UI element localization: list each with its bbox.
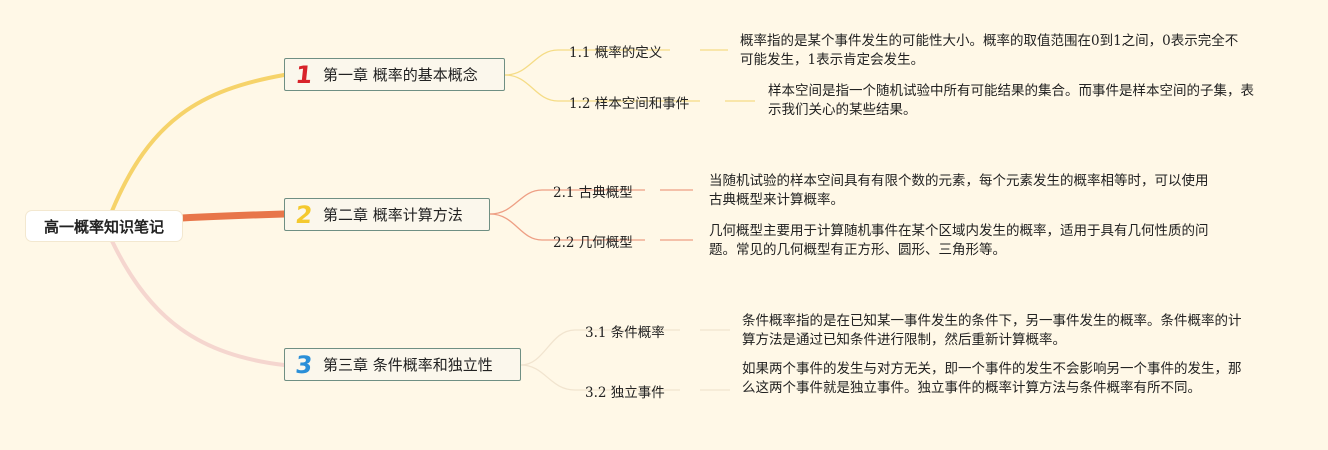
chapter-number-2: 2 (294, 200, 314, 229)
branch-sub-3-2 (520, 364, 680, 391)
chapter-node-3[interactable]: 3 第三章 条件概率和独立性 (284, 348, 521, 381)
branch-chapter-1 (110, 73, 286, 213)
note-3-2: 如果两个事件的发生与对方无关，即一个事件的发生不会影响另一个事件的发生，那么这两… (742, 361, 1242, 396)
branch-sub-2-1 (489, 189, 645, 215)
root-node[interactable]: 高一概率知识笔记 (26, 211, 182, 241)
sub-node-3-2[interactable]: 3.2 独立事件 (585, 385, 665, 401)
sub-node-1-2[interactable]: 1.2 样本空间和事件 (569, 96, 690, 112)
branch-sub-1-2 (504, 74, 700, 102)
sub-node-2-2[interactable]: 2.2 几何概型 (553, 235, 633, 251)
chapter-node-2[interactable]: 2 第二章 概率计算方法 (284, 198, 490, 231)
sub-node-2-1[interactable]: 2.1 古典概型 (553, 185, 633, 201)
branch-chapter-3 (110, 239, 286, 367)
note-3-1: 条件概率指的是在已知某一事件发生的条件下，另一事件发生的概率。条件概率的计算方法… (742, 313, 1242, 348)
root-label: 高一概率知识笔记 (43, 217, 164, 236)
chapter-number-3: 3 (294, 350, 314, 379)
note-2-2: 几何概型主要用于计算随机事件在某个区域内发生的概率，适用于具有几何性质的问题。常… (709, 223, 1209, 258)
note-1-1: 概率指的是某个事件发生的可能性大小。概率的取值范围在0到1之间，0表示完全不可能… (740, 33, 1239, 68)
chapter-node-1[interactable]: 1 第一章 概率的基本概念 (284, 58, 505, 91)
branch-sub-2-2 (489, 213, 645, 241)
branch-sub-3-1 (520, 329, 680, 366)
sub-node-3-1[interactable]: 3.1 条件概率 (585, 325, 665, 341)
branch-sub-1-1 (504, 49, 670, 76)
sub-node-1-1[interactable]: 1.1 概率的定义 (569, 45, 663, 61)
note-2-1: 当随机试验的样本空间具有有限个数的元素，每个元素发生的概率相等时，可以使用古典概… (709, 173, 1209, 208)
chapter-title-3: 第三章 条件概率和独立性 (323, 356, 493, 374)
note-1-2: 样本空间是指一个随机试验中所有可能结果的集合。而事件是样本空间的子集，表示我们关… (768, 83, 1254, 118)
chapter-title-2: 第二章 概率计算方法 (323, 206, 463, 224)
branch-chapter-2 (178, 210, 288, 222)
chapter-title-1: 第一章 概率的基本概念 (323, 66, 478, 84)
chapter-number-1: 1 (294, 60, 314, 89)
